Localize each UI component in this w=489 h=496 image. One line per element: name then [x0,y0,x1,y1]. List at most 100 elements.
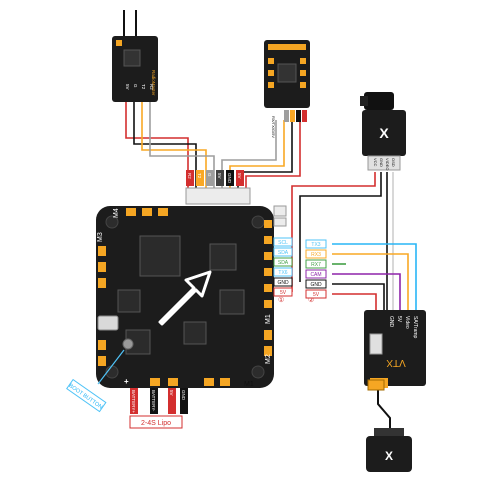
fc-wire-tag-box [305,289,327,299]
battery-pad-block [168,388,176,414]
fc-side-pad-box [273,247,293,257]
wire-white-left [149,100,215,190]
receiver-left-chip [123,49,141,67]
fc-wire-tag-label: RX7 [311,262,321,268]
vtx-pin-label: GND [388,316,394,328]
wires-vtx [332,243,417,312]
fc-wire-tag-box [305,239,327,249]
camera-lens-barrel [364,92,394,110]
fc-connector-pin-label: 5V [237,173,242,179]
fc-number-1: ① [278,296,284,304]
fc-motor-label-m2: M2 [265,354,272,364]
fc-corner-label-m1: M1 [244,381,254,388]
fc-side-pad-label: SCL [278,240,288,246]
fc-side-pad-box [273,277,293,287]
fc-motor-label-m1: M1 [265,314,272,324]
camera-pin-label: GND [379,158,384,167]
antenna-body [366,436,412,472]
usb-label-box [66,378,107,413]
battery-pad-label: 5V [169,390,174,396]
receiver-right-header [268,44,306,50]
wire-black-left [133,100,197,190]
fc-uart-connector [185,187,251,205]
fc-side-pad-label: SDA [278,260,289,266]
receiver-right-chip [277,63,297,83]
receiver-left-pin-label: R2 [149,84,154,90]
fc-pads [98,208,272,386]
fc-connector-pin-label: GND [227,173,232,184]
fc-mcu-chip [139,235,181,277]
fc-side-pad-box [273,287,293,297]
fc-wire-tag-label: CAM [310,272,321,278]
antenna-connector [367,379,385,391]
camera-lens-ring [360,96,368,106]
fc-wire-tag-label: 5V [313,292,320,298]
battery-pad-block [180,388,188,414]
fc-side-pad-label: 5V [280,290,287,296]
battery-pad-label: BATTERY- [151,390,156,412]
fc-connector-pin-block [186,170,194,186]
wire-cam-gnd [299,172,382,282]
fc-plus-label: + [124,377,129,386]
fc-motor-label-m3: M3 [97,232,104,242]
receiver-right: RX/TX/G/5V [264,40,310,138]
wire-red-right [245,120,301,190]
battery-label-box [129,415,183,429]
wire-red-left [125,100,189,190]
wire-gnd [332,283,385,312]
vtx-connector [369,333,383,355]
camera-logo: X [379,125,389,141]
fc-side-pad-label: TX6 [278,270,287,276]
fc-wire-tag-box [305,279,327,289]
usb-label-group: BOOT BUTTON [66,378,107,413]
wire-5v [332,293,377,312]
fc-chip-2 [209,243,237,271]
fc-wire-tag-label: GND [310,282,322,288]
fc-usb-port[interactable] [97,315,119,331]
fc-connector-pin-label: 5V [217,173,222,179]
fc-chip-3 [183,321,207,345]
antenna-logo: X [385,449,393,463]
fc-connector-pin-label: R2 [187,173,192,179]
fc-motor-label-m4: M4 [113,208,120,218]
receiver-right-pads [268,58,306,88]
receiver-right-pin-blocks [284,110,307,122]
fc-connector-pin-block [236,170,244,186]
fc-wire-tag-box [305,249,327,259]
fc-side-pad-box [273,237,293,247]
camera-pin-label: VIDEO [385,158,390,170]
vtx-label: VTX [386,357,406,368]
fc-side-pad-label: GND [277,280,289,286]
fc-wire-tag-box [305,269,327,279]
fc-side-pad-box [273,257,293,267]
fc-boot-button[interactable] [122,338,134,350]
receiver-right-label: RX/TX/G/5V [271,116,276,138]
fc-chip-1 [117,289,141,313]
vtx-pin-label: Video [404,316,410,329]
camera-connector [367,155,401,171]
wire-cam [332,273,401,312]
wire-rx3 [332,253,409,312]
fc-small-connector-2 [273,217,287,227]
fc-wire-tag-label: RX3 [311,252,321,258]
fc-hole-tr [251,215,265,229]
fc-connector-pin-label: G [207,173,212,177]
camera-pin-label: OSD [391,158,396,167]
receiver-left-brand: RadioMaster [151,70,156,96]
fc-wire-tag-label: TX3 [311,242,320,248]
vtx-pin-label: 5V [396,316,402,323]
receiver-left-pin-label: T2 [141,84,146,90]
fc-connector-pin-block [226,170,234,186]
receiver-left-pad [116,40,122,46]
